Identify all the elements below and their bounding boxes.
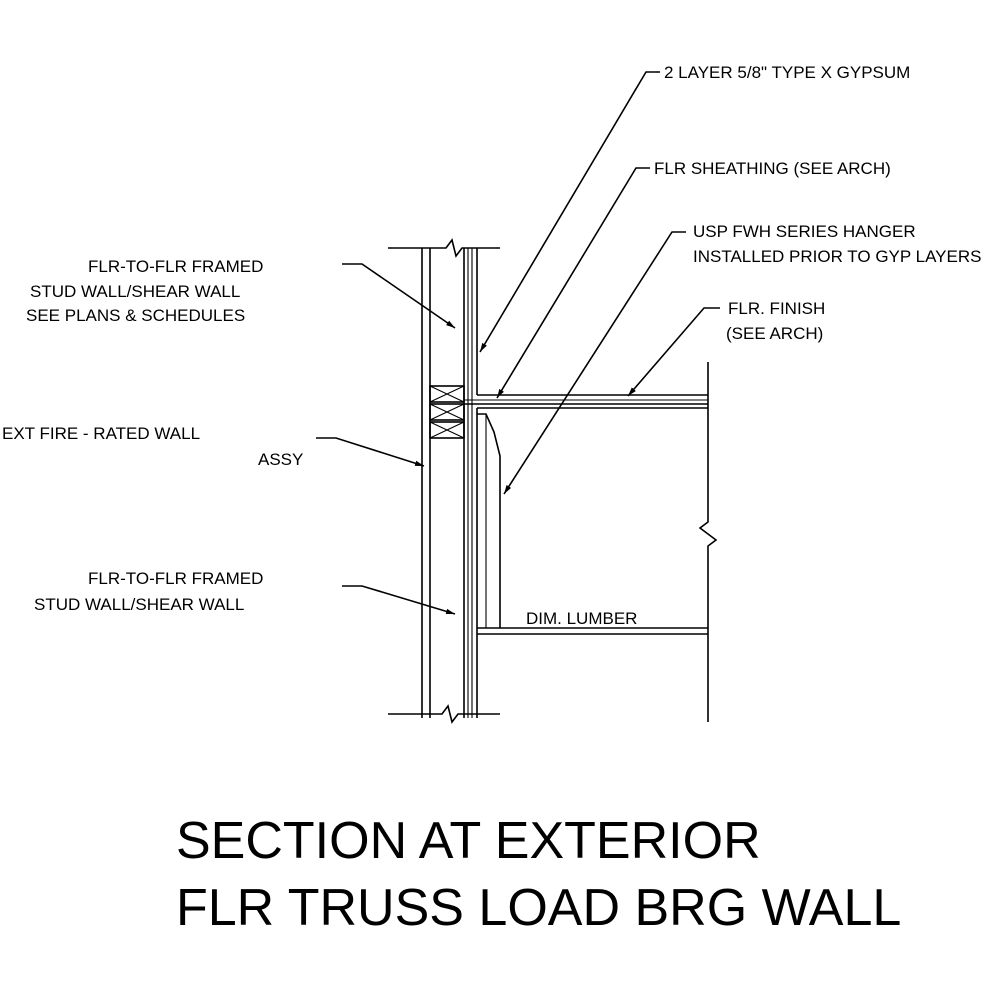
ext-wall-callout-line2: ASSY xyxy=(258,450,303,469)
dim-lumber-label: DIM. LUMBER xyxy=(526,609,637,628)
drawing-title-line2: FLR TRUSS LOAD BRG WALL xyxy=(176,879,901,937)
dim-lumber xyxy=(477,627,708,635)
blocking xyxy=(429,385,465,439)
lower-wall-callout-line1: FLR-TO-FLR FRAMED xyxy=(88,569,263,588)
exterior-wall xyxy=(421,248,431,718)
upper-wall-callout-line1: FLR-TO-FLR FRAMED xyxy=(88,257,263,276)
stud-wall xyxy=(463,248,478,718)
finish-callout-line2: (SEE ARCH) xyxy=(726,324,823,343)
upper-wall-callout-line2: STUD WALL/SHEAR WALL xyxy=(30,282,240,301)
hanger-callout-line1: USP FWH SERIES HANGER xyxy=(693,222,916,241)
gypsum-callout: 2 LAYER 5/8" TYPE X GYPSUM xyxy=(664,63,910,82)
upper-wall-callout-line3: SEE PLANS & SCHEDULES xyxy=(26,306,245,325)
floor-assembly xyxy=(464,394,708,409)
sheathing-callout: FLR SHEATHING (SEE ARCH) xyxy=(654,159,891,178)
lower-wall-callout-line2: STUD WALL/SHEAR WALL xyxy=(34,595,244,614)
truss-hanger xyxy=(477,413,501,628)
finish-callout-line1: FLR. FINISH xyxy=(728,299,825,318)
hanger-callout-line2: INSTALLED PRIOR TO GYP LAYERS xyxy=(693,247,981,266)
right-break-line xyxy=(698,362,718,722)
top-break-line xyxy=(388,238,500,258)
drawing-title-line1: SECTION AT EXTERIOR xyxy=(176,812,761,870)
bottom-break-line xyxy=(388,704,500,724)
leaders xyxy=(316,71,720,615)
ext-wall-callout-line1: EXT FIRE - RATED WALL xyxy=(2,424,200,443)
